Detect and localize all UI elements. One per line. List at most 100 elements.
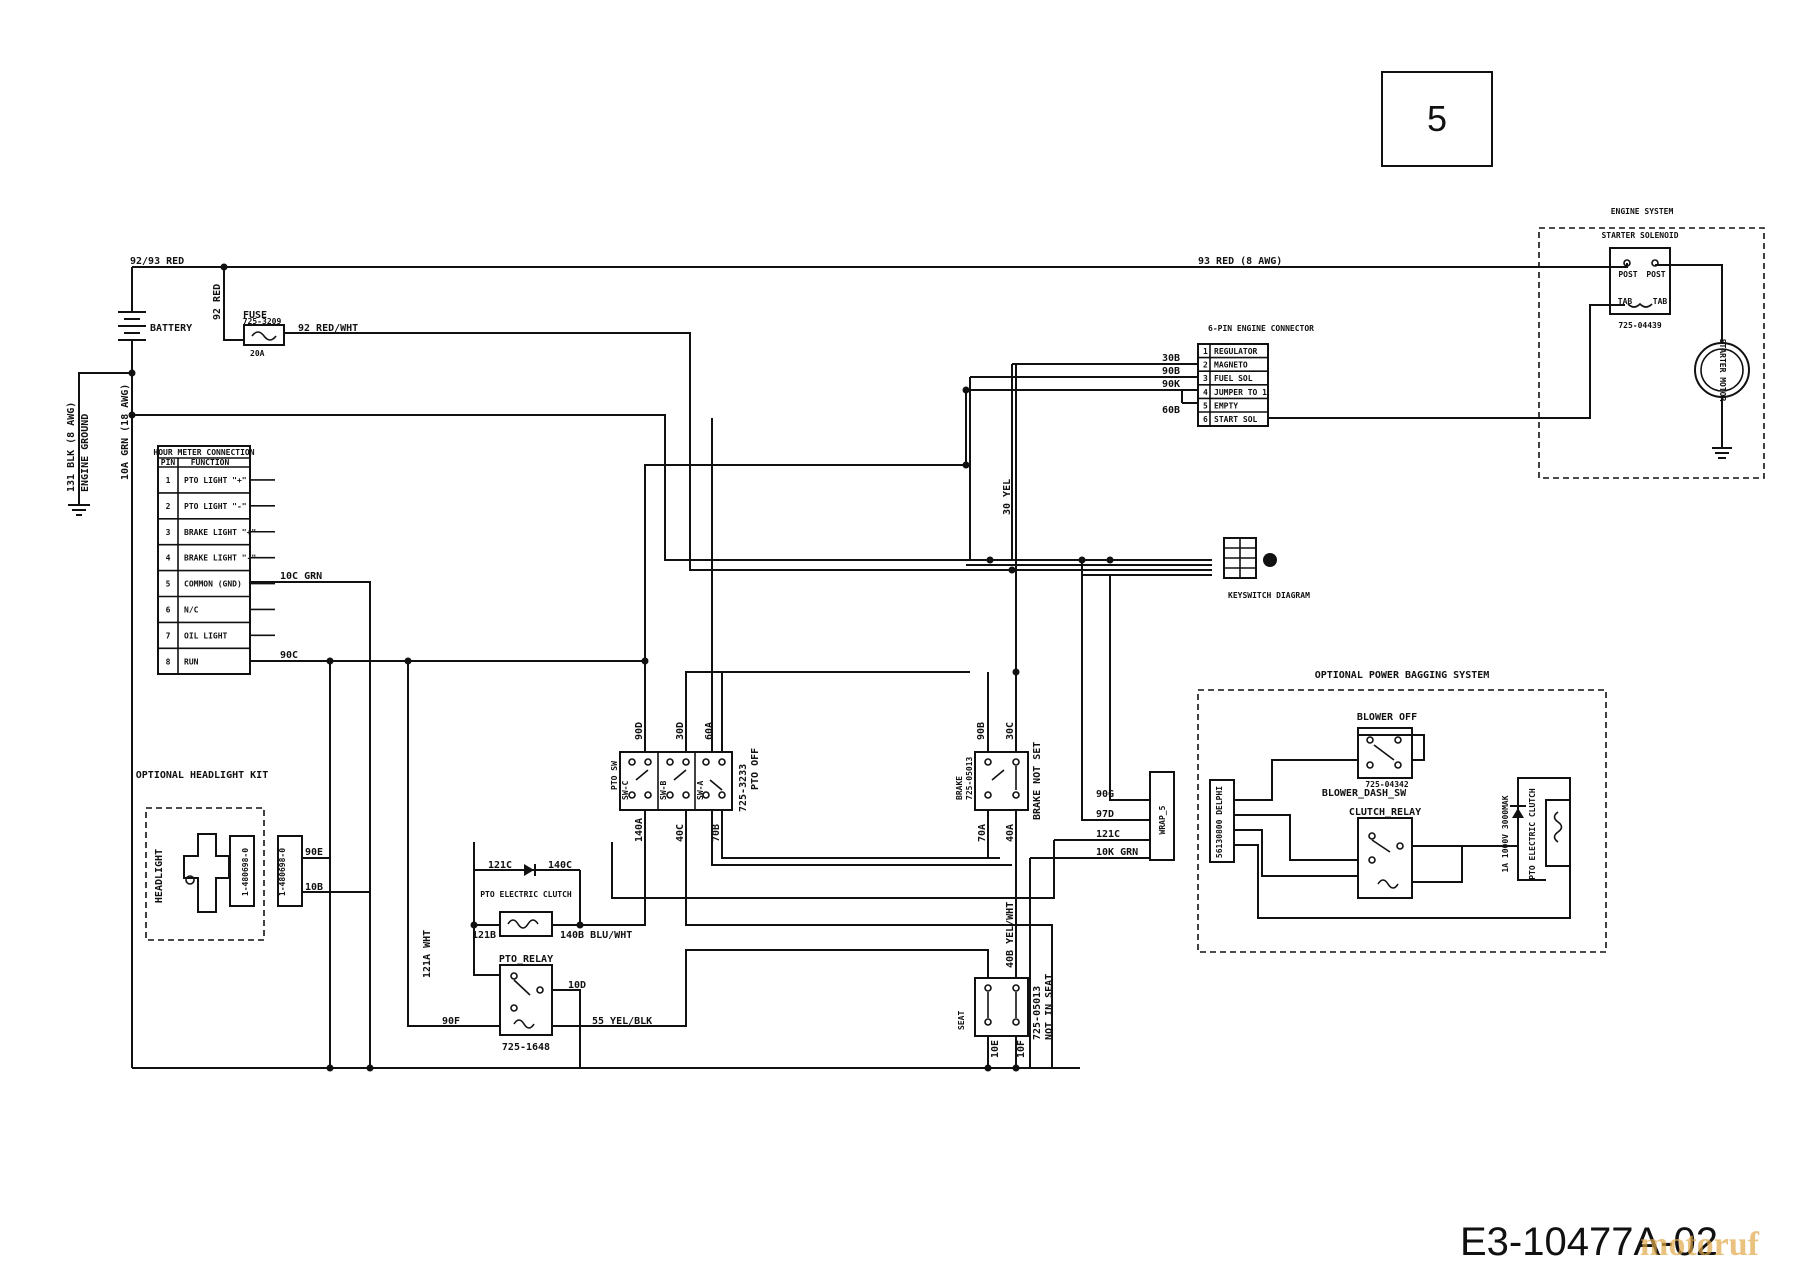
label-90f: 90F	[442, 1016, 460, 1027]
headlight-connector	[229, 835, 255, 907]
seat-switch-state: NOT IN SEAT	[1044, 974, 1055, 1040]
label-10e: 10E	[990, 1040, 1001, 1058]
hour-meter-function: N/C	[184, 605, 199, 614]
bagger-clutch	[1545, 799, 1571, 867]
engine-connector-pin-label: EMPTY	[1214, 401, 1238, 410]
keyswitch-label: KEYSWITCH DIAGRAM	[1228, 591, 1310, 600]
label-30-yel: 30 YEL	[1002, 479, 1013, 515]
brake-switch	[974, 751, 1029, 811]
label-30d: 30D	[675, 722, 686, 740]
engine-connector-pin-label: JUMPER TO 1	[1214, 388, 1267, 397]
hour-meter-pin: 6	[166, 605, 171, 614]
diode	[524, 864, 534, 876]
hour-meter-col-pin: PIN	[161, 458, 176, 467]
seat-switch-name: SEAT	[957, 1011, 966, 1030]
label-10c-grn: 10C GRN	[280, 571, 322, 582]
pto-clutch-label: PTO ELECTRIC CLUTCH	[480, 890, 572, 899]
watermark: motoruf	[1640, 1226, 1759, 1263]
engine-connector-pin-label: MAGNETO	[1214, 361, 1248, 370]
label-93-red: 93 RED (8 AWG)	[1198, 256, 1282, 267]
headlight-kit-title: OPTIONAL HEADLIGHT KIT	[136, 770, 268, 781]
label-40a: 40A	[1005, 824, 1016, 842]
hour-meter-col-function: FUNCTION	[191, 458, 230, 467]
solenoid-post-2: POST	[1646, 270, 1665, 279]
label-10a-grn: 10A GRN (18 AWG)	[120, 384, 131, 480]
label-e90k: 90K	[1162, 379, 1180, 390]
label-140b: 140B BLU/WHT	[560, 930, 632, 941]
hour-meter-function: PTO LIGHT "+"	[184, 476, 247, 485]
hour-meter-function: OIL LIGHT	[184, 631, 228, 640]
bagger-diode-label: 1A 1000V 3000MAK	[1501, 795, 1510, 872]
solenoid-tab-1: TAB	[1618, 297, 1633, 306]
label-e60b: 60B	[1162, 405, 1180, 416]
label-e90b: 90B	[1162, 366, 1180, 377]
label-140a: 140A	[634, 818, 645, 842]
label-10b: 10B	[305, 882, 323, 893]
pto-sw-b: SW-B	[659, 781, 668, 800]
label-90e: 90E	[305, 847, 323, 858]
engine-connector-pin-label: REGULATOR	[1214, 347, 1258, 356]
page-number-box	[1381, 71, 1493, 167]
label-92-red: 92 RED	[212, 284, 223, 320]
engine-connector-pin-number: 5	[1203, 401, 1208, 410]
blower-part: 725-04342	[1365, 780, 1409, 789]
label-90b: 90B	[976, 722, 987, 740]
label-30c: 30C	[1005, 722, 1016, 740]
solenoid-post-1: POST	[1618, 270, 1637, 279]
engine-system-box	[1538, 227, 1765, 479]
hour-meter-function: BRAKE LIGHT "+"	[184, 528, 256, 537]
engine-system-title: ENGINE SYSTEM	[1611, 207, 1674, 216]
hour-meter-pin: 1	[166, 476, 171, 485]
label-90g: 90G	[1096, 789, 1114, 800]
label-60a: 60A	[704, 722, 715, 740]
delphi-label: 56130800 DELPHI	[1215, 786, 1224, 858]
label-140c: 140C	[548, 860, 572, 871]
pto-relay-part: 725-1648	[502, 1042, 550, 1053]
engine-connector-pin-label: FUEL SOL	[1214, 374, 1253, 383]
headlight-conn-part: 1-480698-0	[241, 848, 250, 896]
document-code: E3-10477A-02	[1460, 1220, 1718, 1264]
keyswitch	[1223, 537, 1277, 579]
headlight-kit-box	[145, 807, 265, 941]
pto-switch-part: 725-3233	[738, 764, 749, 812]
label-92-red-wht: 92 RED/WHT	[298, 323, 358, 334]
headlight-label: HEADLIGHT	[154, 849, 165, 903]
pto-switch-state: PTO OFF	[750, 748, 761, 790]
battery-symbol	[118, 311, 146, 341]
hour-meter-pin: 7	[166, 631, 171, 640]
delphi-connector	[1209, 779, 1235, 863]
label-e30b: 30B	[1162, 353, 1180, 364]
pto-relay	[499, 964, 553, 1036]
clutch-relay	[1357, 817, 1413, 899]
pto-relay-label: PTO_RELAY	[499, 954, 553, 965]
hour-meter-function: RUN	[184, 657, 199, 666]
brake-switch-part: 725-05013	[965, 756, 974, 800]
engine-connector-pin-number: 4	[1203, 388, 1208, 397]
headlight	[183, 833, 230, 913]
label-121c: 121C	[488, 860, 512, 871]
pto-sw-a: SW-C	[621, 781, 630, 800]
hour-meter-pin: 4	[166, 554, 171, 563]
engine-connector-pin-number: 1	[1203, 347, 1208, 356]
power-bagging-title: OPTIONAL POWER BAGGING SYSTEM	[1315, 670, 1490, 681]
label-90c: 90C	[280, 650, 298, 661]
wrap-5-label: WRAP_5	[1158, 805, 1167, 834]
solenoid-tab-2: TAB	[1653, 297, 1668, 306]
label-70b: 70B	[711, 824, 722, 842]
hour-meter-pin: 2	[166, 502, 171, 511]
engine-connector-pin-number: 6	[1203, 415, 1208, 424]
pto-switch-name: PTO SW	[610, 761, 619, 790]
label-40c: 40C	[675, 824, 686, 842]
battery-label: BATTERY	[150, 323, 192, 334]
label-55-yel-blk: 55 YEL/BLK	[592, 1016, 652, 1027]
engine-connector-pin-number: 3	[1203, 374, 1208, 383]
starter-solenoid-label: STARTER SOLENOID	[1601, 231, 1678, 240]
engine-connector-pin-label: START SOL	[1214, 415, 1258, 424]
pto-sw-c: SW-A	[696, 781, 705, 800]
solenoid-part: 725-04439	[1618, 321, 1662, 330]
power-bagging-box	[1197, 689, 1607, 953]
label-97d: 97D	[1096, 809, 1114, 820]
label-10d: 10D	[568, 980, 586, 991]
